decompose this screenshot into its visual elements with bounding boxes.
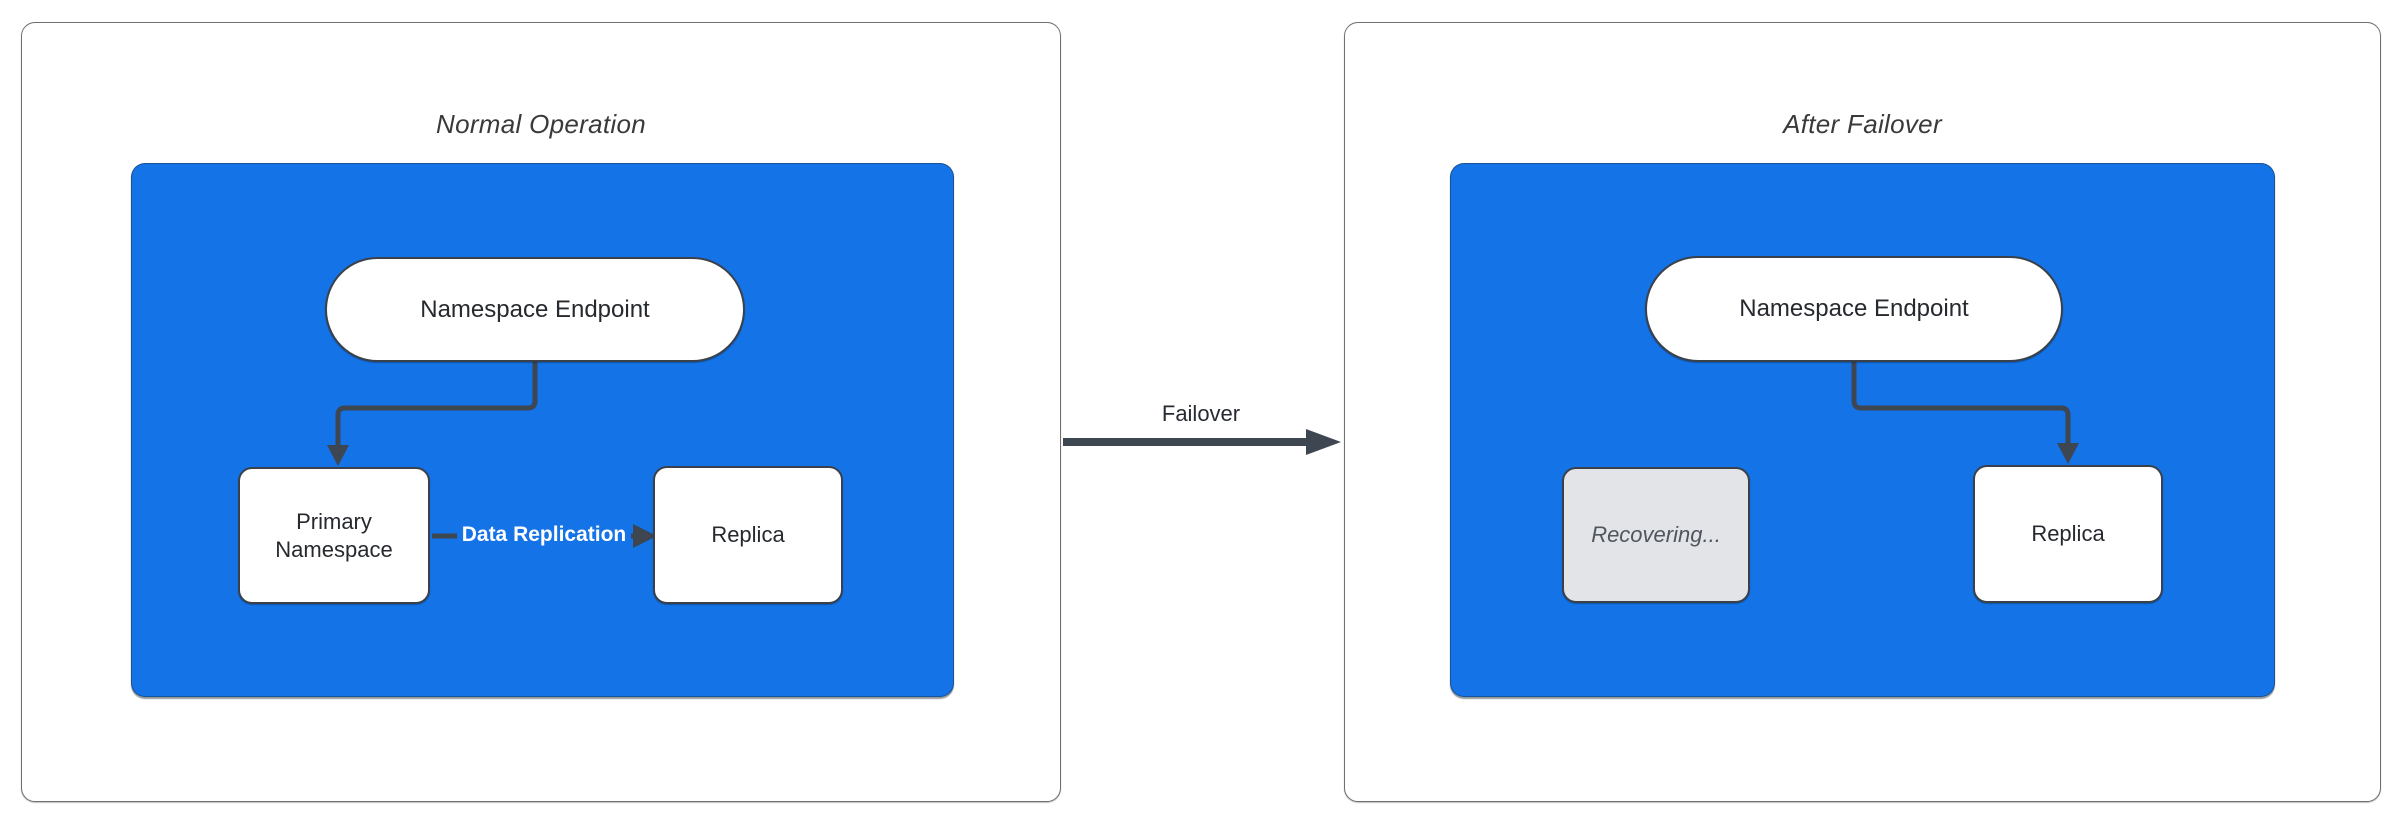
edge-label-container: Data Replication — [425, 521, 663, 549]
panel-title-normal-operation: Normal Operation — [436, 109, 646, 139]
node-label: Replica — [2031, 521, 2105, 547]
cluster-normal-namespace — [131, 163, 954, 697]
node-label: Primary Namespace — [275, 509, 393, 562]
edge-label-data-replication: Data Replication — [456, 521, 632, 549]
endpoint-to-primary-arrow — [327, 362, 538, 466]
cluster-failover-namespace — [1450, 163, 2275, 697]
node-label: Recovering... — [1591, 522, 1721, 548]
node-namespace-endpoint-failover: Namespace Endpoint — [1645, 256, 2063, 362]
failover-arrow — [1063, 429, 1341, 455]
node-namespace-endpoint-normal: Namespace Endpoint — [325, 257, 745, 362]
node-label: Namespace Endpoint — [420, 295, 650, 323]
node-label: Replica — [711, 522, 785, 548]
node-primary-namespace: Primary Namespace — [238, 467, 430, 604]
transition-label-failover: Failover — [1161, 401, 1241, 426]
panel-title-after-failover: After Failover — [1783, 109, 1942, 139]
node-replica-normal: Replica — [653, 466, 843, 604]
node-replica-failover: Replica — [1973, 465, 2163, 603]
node-label: Namespace Endpoint — [1739, 295, 1969, 322]
node-recovering: Recovering... — [1562, 467, 1750, 603]
endpoint-to-replica-arrow — [1851, 362, 2079, 464]
